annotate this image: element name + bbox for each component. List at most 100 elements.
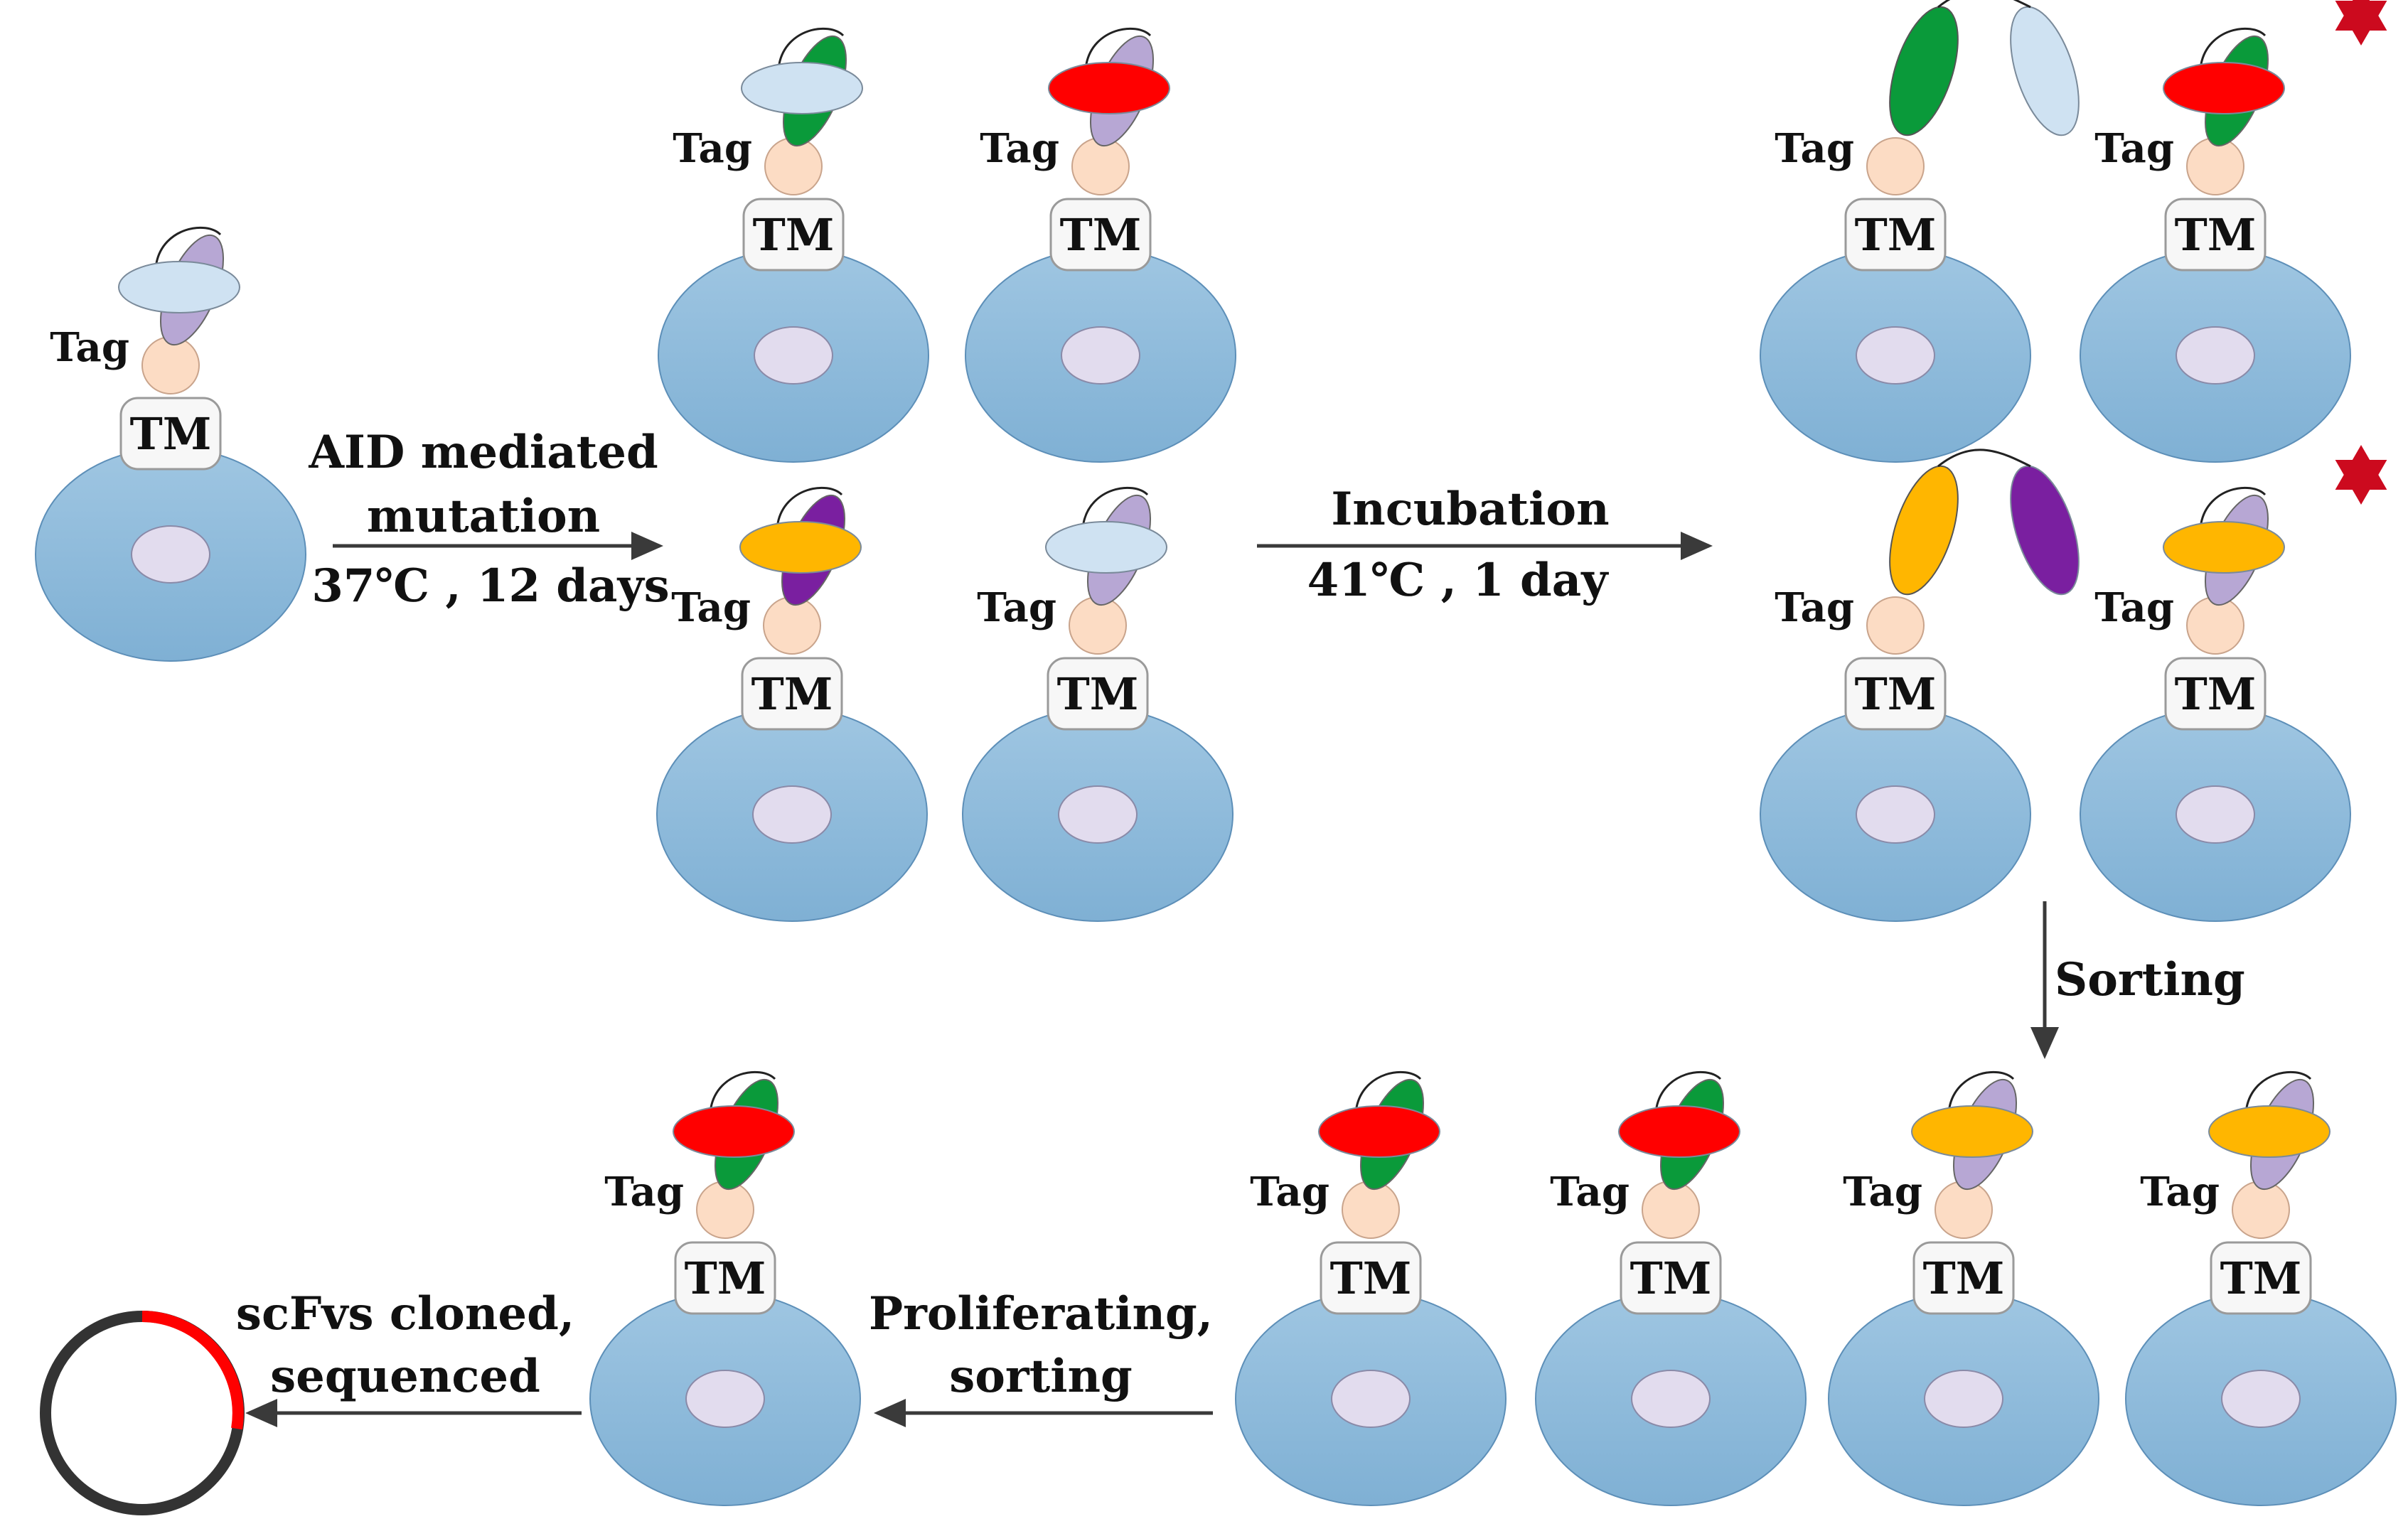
plasmid [40,1311,245,1515]
linker [2200,27,2267,65]
tag-label: Tag [1250,1169,1329,1215]
tm-domain [674,1241,776,1315]
tag-label: Tag [1843,1169,1922,1215]
tm-domain [119,397,222,471]
tag-label: Tag [671,584,751,631]
tag-circle [696,1181,754,1239]
tag-label: Tag [1550,1169,1630,1215]
tag-circle [764,137,823,195]
vh-domain [739,521,862,574]
step5-label-line1: scFvs cloned, [236,1287,574,1341]
step4-label-line1: Proliferating, [869,1287,1213,1341]
plasmid-insert [141,1311,244,1430]
tm-label: TM [1630,1252,1712,1304]
step1-label-line3: 37℃ , 12 days [311,559,669,613]
linker [1937,449,2031,468]
arrows [245,532,2059,1427]
vh-domain [2010,6,2080,136]
tm-label: TM [1330,1252,1412,1304]
tag-circle [141,336,200,394]
tag-circle [2232,1181,2290,1239]
vh-domain [1045,521,1167,574]
tm-domain [1844,657,1947,731]
vh-domain [741,62,863,114]
step2-label-line1: Incubation [1331,483,1609,536]
linker [2200,486,2267,524]
cell-nucleus [2221,1370,2301,1428]
tm-domain [1912,1241,2015,1315]
cell-nucleus [1058,785,1138,844]
tm-domain [1844,198,1947,272]
tag-label: Tag [1775,125,1854,172]
cell-nucleus [2176,785,2255,844]
star-triangle-down [2335,460,2387,505]
antigen-star-icon [2335,445,2387,505]
tag-label: Tag [977,584,1056,631]
step4-label-line2: sorting [949,1350,1133,1403]
cell-nucleus [1924,1370,2003,1428]
step2-label-line2: 41℃ , 1 day [1307,554,1610,607]
cell-nucleus [754,326,833,385]
tag-circle [763,596,821,655]
linker [776,486,843,524]
cell-nucleus [1061,326,1140,385]
cell-nucleus [1331,1370,1411,1428]
tm-domain [1620,1241,1722,1315]
cells-layer: TMTagTMTagTMTagTMTagTMTagTMTagTMTagTMTag… [35,0,2397,1506]
step1-label-line1: AID mediated [308,426,658,479]
tag-label: Tag [980,125,1059,172]
cell-nucleus [752,785,832,844]
cell-nucleus [1856,326,1935,385]
step-labels: AID mediated mutation 37℃ , 12 days Incu… [236,426,2245,1403]
tm-domain [1320,1241,1422,1315]
vh-domain [2010,465,2080,596]
tag-label: Tag [2094,584,2174,631]
vh-domain [1048,62,1170,114]
tm-domain [742,198,845,272]
tm-label: TM [753,209,835,261]
tm-label: TM [1855,668,1937,720]
tm-domain [1047,657,1149,731]
vl-domain [1889,6,1959,136]
star-triangle-down [2335,1,2387,45]
tm-label: TM [685,1252,766,1304]
tm-domain [741,657,843,731]
step3-label: Sorting [2055,953,2245,1006]
linker [2245,1070,2312,1108]
tag-circle [1069,596,1127,655]
tag-circle [2186,137,2244,195]
tag-circle [1866,596,1925,655]
vl-domain [1889,465,1959,596]
tm-domain [2164,657,2267,731]
cell-nucleus [1856,785,1935,844]
tm-label: TM [130,408,212,460]
tag-circle [1935,1181,1993,1239]
linker [1082,486,1149,524]
vh-domain [1318,1105,1440,1158]
linker [778,27,845,65]
tag-label: Tag [2094,125,2174,172]
tag-circle [1071,137,1130,195]
tm-label: TM [2175,668,2257,720]
tm-label: TM [1060,209,1142,261]
vh-domain [1618,1105,1740,1158]
antigen-star-icon [2335,0,2387,45]
tm-label: TM [751,668,833,720]
cell-nucleus [1631,1370,1711,1428]
vh-domain [673,1105,795,1158]
vh-domain [2208,1105,2331,1158]
tm-label: TM [1855,209,1937,261]
